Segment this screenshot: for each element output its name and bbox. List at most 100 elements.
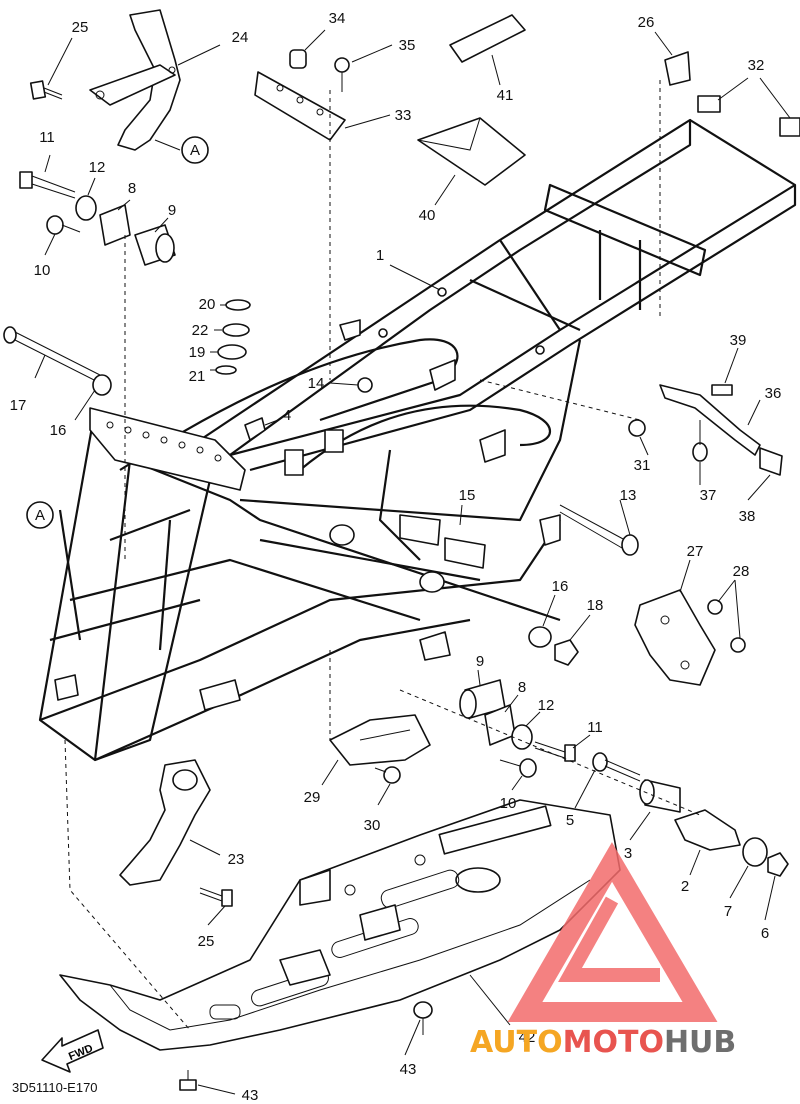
bolt-28a bbox=[707, 599, 723, 615]
ref-marker-label: A bbox=[35, 507, 45, 524]
clip-32b bbox=[779, 117, 800, 137]
leader-lines bbox=[34, 29, 791, 1095]
bolt-28b bbox=[730, 637, 746, 653]
callout-25: 25 bbox=[198, 933, 215, 950]
callout-12: 12 bbox=[538, 697, 555, 714]
bolt-25-top bbox=[29, 80, 63, 100]
document-envelope-40 bbox=[417, 117, 526, 186]
callout-numbers: 25 24 34 35 33 41 26 32 40 11 12 8 9 10 … bbox=[10, 10, 782, 1104]
bolt-37 bbox=[692, 420, 708, 462]
rear-bracket-24 bbox=[89, 9, 181, 151]
callout-36: 36 bbox=[765, 385, 782, 402]
watermark-text: AUTOMOTOHUB bbox=[470, 1025, 736, 1060]
bolt-11-lower bbox=[534, 741, 576, 762]
bracket-29 bbox=[329, 714, 431, 766]
main-frame bbox=[38, 118, 797, 762]
callout-33: 33 bbox=[395, 107, 412, 124]
plate-8-top bbox=[99, 204, 131, 246]
bolt-10-lower bbox=[499, 758, 537, 778]
callout-42: 42 bbox=[519, 1029, 536, 1046]
diagram-code: 3D51110-E170 bbox=[12, 1080, 98, 1095]
callout-11: 11 bbox=[587, 719, 603, 736]
washer-20 bbox=[225, 299, 251, 311]
callout-41: 41 bbox=[497, 87, 514, 104]
callout-43: 43 bbox=[242, 1087, 259, 1104]
callout-10: 10 bbox=[34, 262, 51, 279]
long-bolt-17 bbox=[3, 326, 101, 383]
watermark-logo: AUTOMOTOHUB bbox=[470, 842, 736, 1060]
callout-20: 20 bbox=[199, 296, 216, 313]
callout-16: 16 bbox=[50, 422, 67, 439]
callout-34: 34 bbox=[329, 10, 346, 27]
washer-12-top bbox=[75, 195, 97, 221]
bushing-7 bbox=[742, 837, 768, 867]
callout-6: 6 bbox=[761, 925, 769, 942]
clip-32a bbox=[697, 95, 721, 113]
callout-14: 14 bbox=[308, 375, 325, 392]
callout-2: 2 bbox=[681, 878, 689, 895]
bolt-5 bbox=[592, 752, 641, 782]
washer-16-right bbox=[528, 626, 552, 648]
clip-26 bbox=[664, 51, 691, 86]
callout-38: 38 bbox=[739, 508, 756, 525]
ref-marker-a-top: A bbox=[181, 136, 209, 164]
callout-13: 13 bbox=[620, 487, 637, 504]
callout-26: 26 bbox=[638, 14, 655, 31]
callout-21: 21 bbox=[189, 368, 206, 385]
bolt-43-right bbox=[413, 1001, 433, 1035]
washer-21 bbox=[215, 365, 237, 375]
callout-39: 39 bbox=[730, 332, 747, 349]
callout-22: 22 bbox=[192, 322, 209, 339]
callout-4: 4 bbox=[283, 407, 291, 424]
bushing-9-top bbox=[134, 224, 176, 266]
bolt-30 bbox=[374, 766, 401, 784]
grommet-14 bbox=[357, 377, 373, 393]
callout-25: 25 bbox=[72, 19, 89, 36]
ref-marker-label: A bbox=[190, 142, 200, 159]
bearing-19 bbox=[217, 344, 247, 360]
clip-41 bbox=[449, 14, 526, 63]
bushings-15 bbox=[329, 514, 486, 593]
callout-7: 7 bbox=[724, 903, 732, 920]
bracket-36 bbox=[659, 384, 783, 476]
bolt-10-top bbox=[46, 215, 81, 235]
callout-27: 27 bbox=[687, 543, 704, 560]
callout-37: 37 bbox=[700, 487, 717, 504]
callout-8: 8 bbox=[128, 180, 136, 197]
callout-15: 15 bbox=[459, 487, 476, 504]
bolt-13 bbox=[559, 504, 639, 556]
callout-29: 29 bbox=[304, 789, 321, 806]
callout-8: 8 bbox=[518, 679, 526, 696]
callout-35: 35 bbox=[399, 37, 416, 54]
fwd-arrow: FWD bbox=[41, 1029, 104, 1073]
callout-23: 23 bbox=[228, 851, 245, 868]
bolt-43-bottom bbox=[179, 1070, 197, 1091]
watermark-part-auto: AUTO bbox=[470, 1025, 563, 1060]
bolt-4 bbox=[244, 417, 266, 441]
callout-9: 9 bbox=[476, 653, 484, 670]
callout-17: 17 bbox=[10, 397, 27, 414]
seal-22 bbox=[222, 323, 250, 337]
ref-marker-a-left: A bbox=[26, 501, 54, 529]
bracket-27 bbox=[634, 589, 716, 686]
callout-40: 40 bbox=[419, 207, 436, 224]
callout-28: 28 bbox=[733, 563, 750, 580]
callout-30: 30 bbox=[364, 817, 381, 834]
callout-11: 11 bbox=[39, 129, 55, 146]
nut-18 bbox=[554, 639, 579, 666]
callout-43: 43 bbox=[400, 1061, 417, 1078]
bolt-25-lower bbox=[199, 887, 233, 907]
skid-plate bbox=[59, 799, 621, 1051]
callout-16: 16 bbox=[552, 578, 569, 595]
nut-6 bbox=[767, 852, 789, 877]
bushing-9-lower bbox=[459, 679, 506, 719]
callout-19: 19 bbox=[189, 344, 206, 361]
callout-1: 1 bbox=[376, 247, 384, 264]
callout-12: 12 bbox=[89, 159, 106, 176]
watermark-part-moto: MOTO bbox=[563, 1025, 664, 1060]
nut-31 bbox=[628, 419, 646, 437]
washer-16-top bbox=[92, 374, 112, 396]
callout-24: 24 bbox=[232, 29, 249, 46]
